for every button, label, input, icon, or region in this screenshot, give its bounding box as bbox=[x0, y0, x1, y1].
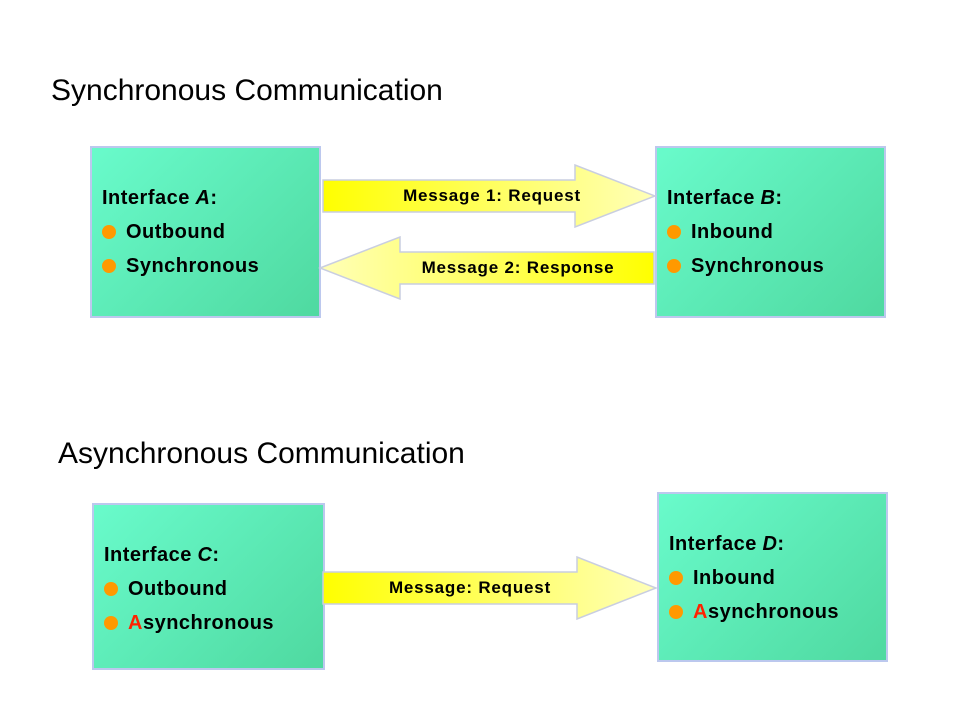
bullet-dot-icon bbox=[102, 259, 116, 273]
arrow-message-right bbox=[322, 556, 658, 620]
arrow-message1-label: Message 1: Request bbox=[403, 186, 581, 205]
bullet-label: Asynchronous bbox=[693, 601, 839, 624]
bullet-label: Inbound bbox=[693, 566, 776, 589]
box-d-bullet-inbound: Inbound bbox=[669, 566, 880, 590]
accent-letter: A bbox=[128, 611, 143, 634]
box-d-name: Interface bbox=[669, 532, 757, 555]
box-a-colon: : bbox=[210, 186, 218, 209]
bullet-dot-icon bbox=[669, 571, 683, 585]
box-a-bullet-synchronous: Synchronous bbox=[102, 254, 313, 278]
box-d-bullet-asynchronous: Asynchronous bbox=[669, 600, 880, 624]
bullet-dot-icon bbox=[102, 225, 116, 239]
box-d-colon: : bbox=[777, 532, 785, 555]
bullet-dot-icon bbox=[667, 225, 681, 239]
bullet-label: Outbound bbox=[126, 220, 226, 243]
bullet-label: Inbound bbox=[691, 220, 774, 243]
box-c-bullet-outbound: Outbound bbox=[104, 577, 317, 601]
arrow-message2-label: Message 2: Response bbox=[421, 258, 615, 277]
bullet-dot-icon bbox=[104, 582, 118, 596]
box-a-name: Interface bbox=[102, 186, 190, 209]
title-synchronous-communication: Synchronous Communication bbox=[51, 74, 443, 107]
title-asynchronous-communication: Asynchronous Communication bbox=[58, 437, 465, 470]
accent-rest: synchronous bbox=[142, 611, 275, 634]
bullet-label: Asynchronous bbox=[128, 612, 274, 635]
box-b-colon: : bbox=[775, 186, 783, 209]
right-arrow-shape bbox=[322, 164, 657, 228]
box-b-bullet-synchronous: Synchronous bbox=[667, 254, 878, 278]
box-b-name: Interface bbox=[667, 186, 755, 209]
box-c-bullet-asynchronous: Asynchronous bbox=[104, 611, 317, 635]
box-b-letter: B bbox=[760, 186, 776, 209]
box-c-letter: C bbox=[197, 543, 213, 566]
bullet-label: Synchronous bbox=[126, 254, 260, 277]
bullet-dot-icon bbox=[669, 605, 683, 619]
arrow-message2-left bbox=[318, 236, 655, 300]
box-c-colon: : bbox=[212, 543, 220, 566]
arrow-message1-right bbox=[322, 164, 657, 228]
box-c-name: Interface bbox=[104, 543, 192, 566]
box-a-letter: A bbox=[195, 186, 211, 209]
bullet-dot-icon bbox=[667, 259, 681, 273]
accent-letter: A bbox=[693, 600, 708, 623]
left-arrow-shape bbox=[318, 236, 655, 300]
bullet-label: Synchronous bbox=[691, 254, 825, 277]
accent-rest: synchronous bbox=[707, 600, 840, 623]
bullet-label: Outbound bbox=[128, 577, 228, 600]
box-a-bullet-outbound: Outbound bbox=[102, 220, 313, 244]
bullet-dot-icon bbox=[104, 616, 118, 630]
box-d-letter: D bbox=[762, 532, 778, 555]
box-b-bullet-inbound: Inbound bbox=[667, 220, 878, 244]
right-arrow-shape bbox=[322, 556, 658, 620]
arrow-message-label: Message: Request bbox=[388, 578, 552, 597]
